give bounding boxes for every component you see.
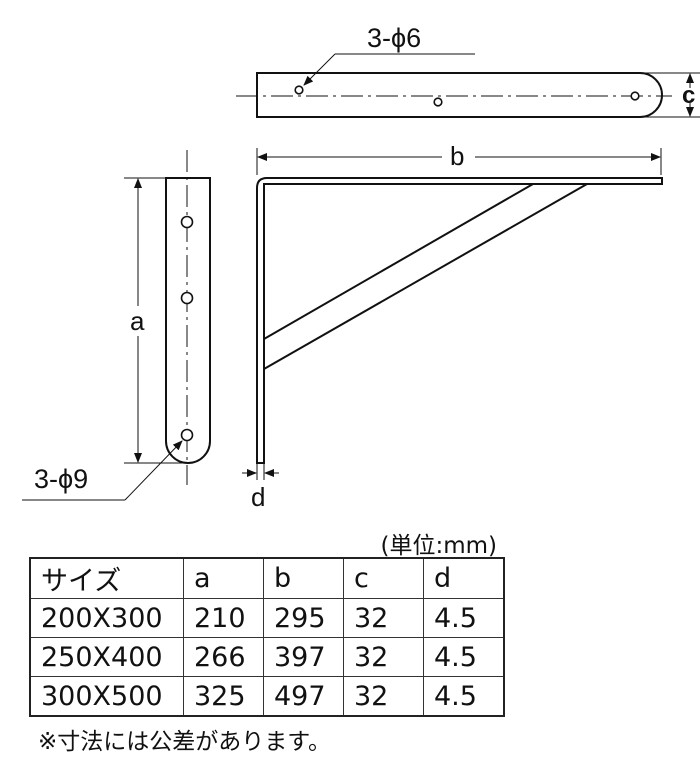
header-cell-b: b xyxy=(263,557,344,599)
cell-d: 4.5 xyxy=(423,598,505,638)
hole-callout-6: 3-ϕ6 xyxy=(367,23,422,53)
table-header-row: サイズ a b c d xyxy=(29,557,505,599)
table-row: 250X400 266 397 32 4.5 xyxy=(29,637,505,677)
size-spec-table: サイズ a b c d 200X300 210 295 32 4.5 250X4… xyxy=(29,557,505,717)
top-view xyxy=(236,53,700,118)
cell-b: 295 xyxy=(263,598,344,638)
cell-b: 397 xyxy=(263,637,344,677)
cell-a: 210 xyxy=(183,598,264,638)
cell-b: 497 xyxy=(263,676,344,717)
unit-label: (単位:mm) xyxy=(380,533,497,559)
hole-icon xyxy=(294,85,304,95)
hole-icon xyxy=(630,91,640,101)
cell-d: 4.5 xyxy=(423,637,505,677)
cell-c: 32 xyxy=(343,637,424,677)
table-row: 300X500 325 497 32 4.5 xyxy=(29,676,505,717)
dimension-label-a: a xyxy=(130,306,145,336)
hole-callout-9: 3-ϕ9 xyxy=(34,464,89,494)
dimension-label-c: c xyxy=(682,82,696,109)
cell-c: 32 xyxy=(343,598,424,638)
wall-plate-view xyxy=(22,150,211,501)
table-row: 200X300 210 295 32 4.5 xyxy=(29,598,505,638)
hole-icon xyxy=(180,291,194,305)
hole-icon xyxy=(180,215,194,229)
cell-c: 32 xyxy=(343,676,424,717)
hole-icon xyxy=(180,428,194,442)
header-cell-a: a xyxy=(183,557,264,599)
cell-size: 200X300 xyxy=(29,598,184,638)
cell-size: 300X500 xyxy=(29,676,184,717)
cell-a: 325 xyxy=(183,676,264,717)
tolerance-note: ※寸法には公差があります。 xyxy=(38,729,331,755)
side-view xyxy=(242,148,663,480)
cell-size: 250X400 xyxy=(29,637,184,677)
dimension-label-b: b xyxy=(450,141,465,171)
cell-a: 266 xyxy=(183,637,264,677)
header-cell-d: d xyxy=(423,557,505,599)
header-cell-size: サイズ xyxy=(29,557,184,599)
hole-icon xyxy=(433,97,443,107)
header-cell-c: c xyxy=(343,557,424,599)
cell-d: 4.5 xyxy=(423,676,505,717)
dimension-label-d: d xyxy=(251,482,266,512)
